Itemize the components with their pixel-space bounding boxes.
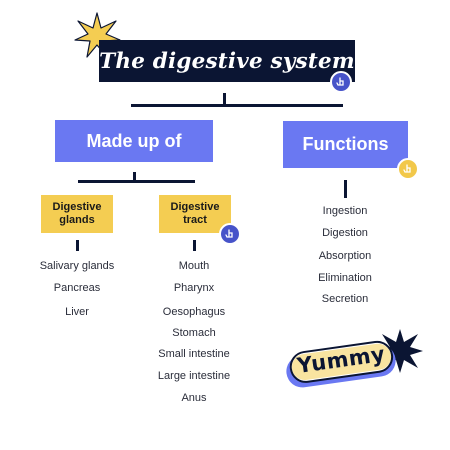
tap-icon[interactable]	[397, 158, 419, 180]
tap-icon[interactable]	[219, 223, 241, 245]
digestive-glands-label-line1: Digestive	[52, 201, 102, 213]
list-item: Ingestion	[322, 205, 368, 217]
list-item: Anus	[181, 392, 207, 404]
list-item: Elimination	[318, 272, 372, 284]
list-item: Digestion	[322, 227, 368, 239]
connector-line	[344, 180, 347, 198]
list-item: Pharynx	[173, 282, 215, 294]
digestive-tract-label-line1: Digestive	[170, 201, 220, 213]
digestive-glands-box: Digestive glands	[41, 195, 113, 233]
connector-line	[76, 240, 79, 251]
list-item: Small intestine	[158, 348, 230, 360]
yummy-sticker: Yummy	[284, 338, 398, 394]
list-item: Liver	[65, 306, 89, 318]
list-item: Oesophagus	[162, 306, 226, 318]
digestive-tract-label-line2: tract	[183, 214, 207, 226]
connector-line	[131, 104, 343, 107]
functions-box: Functions	[283, 121, 408, 168]
connector-line	[133, 172, 136, 182]
list-item: Secretion	[321, 293, 369, 305]
made-up-of-box: Made up of	[55, 120, 213, 162]
connector-line	[223, 93, 226, 105]
list-item: Salivary glands	[39, 260, 115, 272]
tap-icon[interactable]	[330, 71, 352, 93]
digestive-tract-box: Digestive tract	[159, 195, 231, 233]
connector-line	[193, 240, 196, 251]
list-item: Large intestine	[157, 370, 231, 382]
sparkle-icon	[74, 12, 121, 58]
digestive-glands-label-line2: glands	[59, 214, 95, 226]
list-item: Mouth	[178, 260, 210, 272]
page-title: The digestive system	[99, 40, 355, 82]
list-item: Stomach	[172, 327, 216, 339]
list-item: Absorption	[318, 250, 372, 262]
connector-line	[78, 180, 195, 183]
list-item: Pancreas	[53, 282, 101, 294]
